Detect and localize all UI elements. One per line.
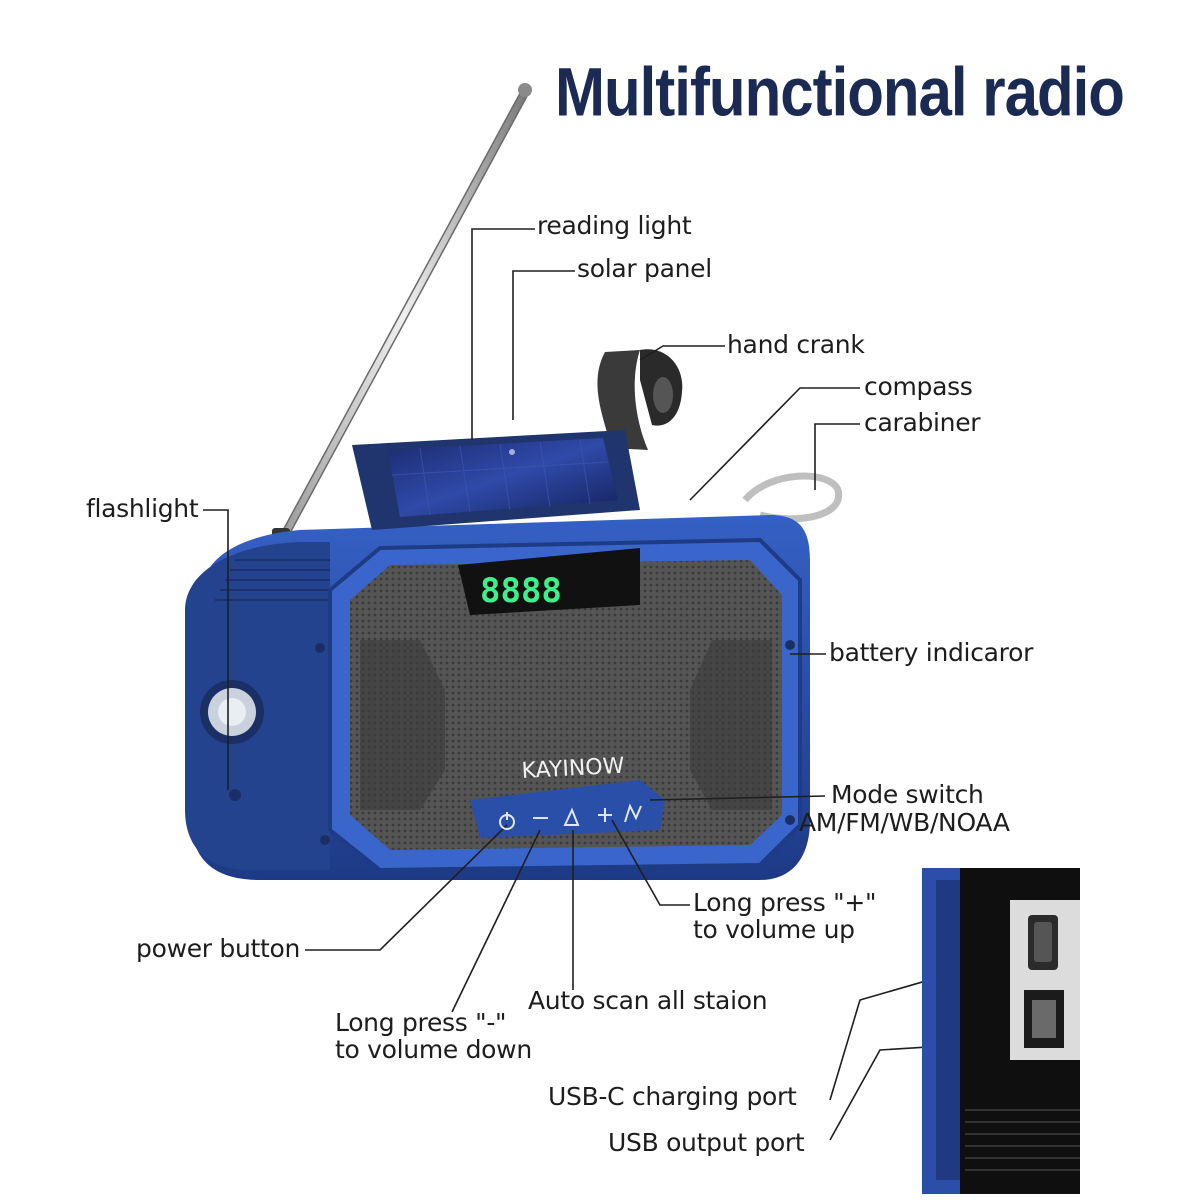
- radio-body: [185, 515, 810, 880]
- label-usb-c-port: USB-C charging port: [548, 1082, 797, 1111]
- label-volume-down-desc: to volume down: [335, 1035, 532, 1064]
- label-hand-crank: hand crank: [727, 330, 865, 359]
- power-icon: [499, 812, 515, 830]
- label-volume-down: Long press "-": [335, 1008, 507, 1037]
- label-auto-scan: Auto scan all staion: [528, 986, 768, 1015]
- antenna: [272, 83, 532, 550]
- label-mode-switch: Mode switch: [831, 780, 984, 809]
- label-carabiner: carabiner: [864, 408, 981, 437]
- label-volume-up: Long press "+": [693, 888, 877, 917]
- usb-port-inset: [922, 868, 1080, 1194]
- scan-icon: [563, 807, 580, 826]
- label-reading-light: reading light: [537, 211, 692, 240]
- display-digits: 8888: [480, 571, 562, 611]
- label-compass: compass: [864, 372, 973, 401]
- page-title: Multifunctional radio: [555, 53, 1125, 131]
- control-icons: [499, 803, 642, 830]
- carabiner-shape: [742, 472, 843, 523]
- label-battery-indicator: battery indicaror: [829, 638, 1034, 667]
- label-solar-panel: solar panel: [577, 254, 712, 283]
- label-usb-output-port: USB output port: [608, 1128, 805, 1157]
- volume-up-icon: [598, 808, 612, 822]
- label-volume-up-desc: to volume up: [693, 915, 855, 944]
- hand-crank: [597, 349, 683, 450]
- label-mode-switch-modes: AM/FM/WB/NOAA: [799, 808, 1010, 837]
- brand-logo: KAYINOW: [521, 754, 625, 784]
- solar-panel: [352, 430, 640, 530]
- label-power-button: power button: [136, 934, 301, 963]
- label-flashlight: flashlight: [86, 494, 199, 523]
- mode-icon: [624, 803, 642, 823]
